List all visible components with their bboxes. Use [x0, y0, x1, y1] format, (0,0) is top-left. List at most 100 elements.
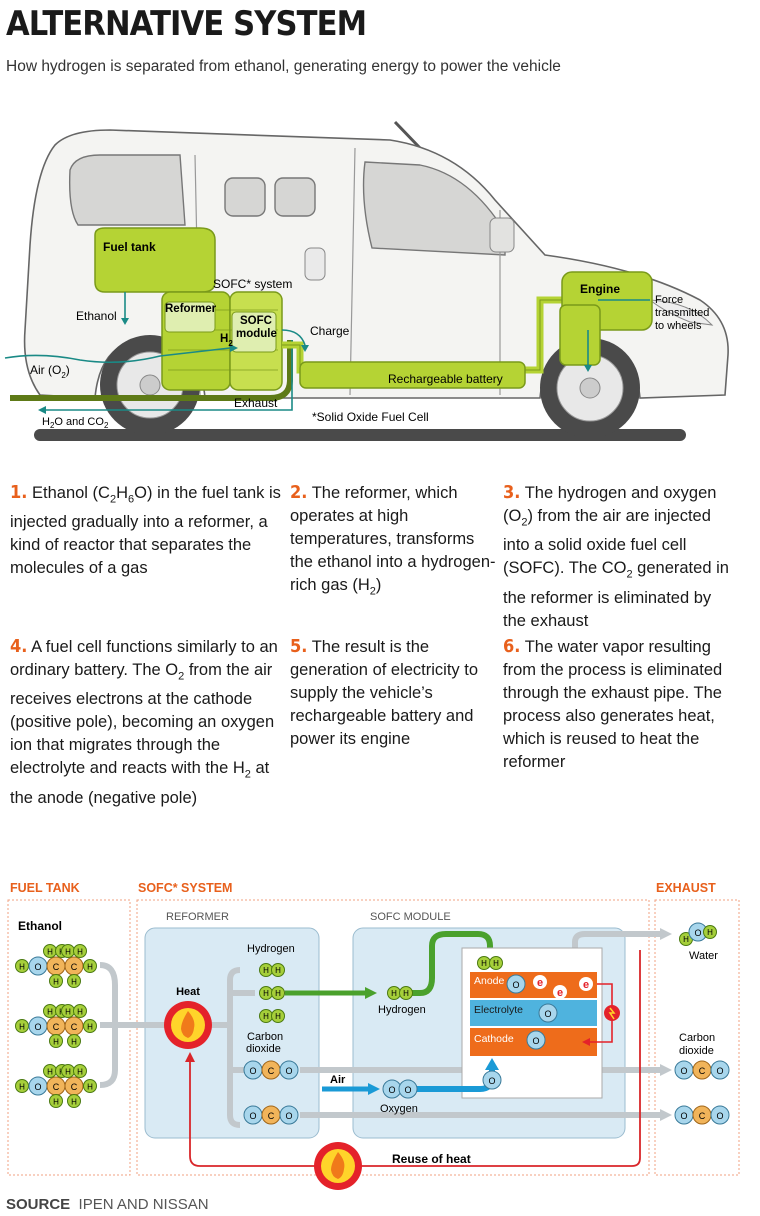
- exhaust-arrow-line: [45, 340, 293, 411]
- svg-text:H: H: [263, 966, 269, 975]
- svg-text:O: O: [544, 1009, 551, 1019]
- air-flow-line: [4, 347, 231, 364]
- label-sofc-system: SOFC* system: [213, 277, 292, 291]
- rear-window: [68, 154, 186, 226]
- svg-text:C: C: [268, 1066, 275, 1076]
- svg-text:H: H: [481, 959, 487, 968]
- label-charge: Charge: [310, 324, 350, 338]
- sofc-system-section: [136, 899, 650, 1176]
- mirror: [489, 217, 515, 253]
- atom-h: [67, 1094, 81, 1108]
- atom-label-h: H: [87, 1083, 93, 1092]
- label-exhaust-co2-1: Carbon: [679, 1032, 715, 1044]
- electron-1: e: [533, 975, 547, 989]
- svg-text:O: O: [680, 1066, 687, 1076]
- label-air: Air: [330, 1074, 346, 1086]
- fuel-tank: [94, 227, 216, 293]
- page-subtitle: How hydrogen is separated from ethanol, …: [6, 58, 561, 75]
- step-2: 2. The reformer, which operates at high …: [290, 482, 496, 598]
- atom-h: [73, 1004, 87, 1018]
- heading-sofc-module: SOFC MODULE: [370, 911, 451, 923]
- label-carbon-dioxide-1: Carbon: [247, 1031, 283, 1043]
- atom-label-h: H: [65, 1068, 71, 1077]
- battery-block: [299, 361, 526, 389]
- label-carbon-dioxide-2: dioxide: [246, 1043, 281, 1055]
- svg-text:H: H: [275, 989, 281, 998]
- label-water: Water: [689, 950, 718, 962]
- atom-h: [83, 959, 97, 973]
- atom-label-c: C: [53, 1022, 60, 1032]
- label-fuel-tank: Fuel tank: [103, 240, 156, 254]
- fuel-tank-section: [7, 899, 131, 1176]
- atom-label-h: H: [53, 1038, 59, 1047]
- source-credit: SOURCE IPEN AND NISSAN: [6, 1196, 209, 1213]
- atom-label-h: H: [87, 963, 93, 972]
- label-hydrogen-in: Hydrogen: [378, 1004, 426, 1016]
- side-window-2: [274, 177, 316, 217]
- svg-text:H: H: [263, 989, 269, 998]
- atom-h: [67, 974, 81, 988]
- atom-label-c: C: [71, 1022, 78, 1032]
- svg-text:e: e: [583, 979, 589, 991]
- flow-diagram: FUEL TANK SOFC* SYSTEM EXHAUST REFORMER …: [7, 881, 740, 1190]
- atom-h: [83, 1019, 97, 1033]
- label-exhaust-co2-2: dioxide: [679, 1045, 714, 1057]
- atom-label-h: H: [47, 948, 53, 957]
- svg-text:C: C: [268, 1111, 275, 1121]
- label-exhaust: Exhaust: [234, 396, 278, 410]
- svg-text:O: O: [694, 928, 701, 938]
- label-footnote: *Solid Oxide Fuel Cell: [312, 410, 429, 424]
- svg-text:O: O: [488, 1076, 495, 1086]
- svg-text:H: H: [391, 989, 397, 998]
- atom-label-h: H: [19, 963, 25, 972]
- atom-label-h: H: [53, 1098, 59, 1107]
- atom-label-h: H: [65, 1008, 71, 1017]
- step-1: 1. Ethanol (C2H6O) in the fuel tank is i…: [10, 482, 281, 578]
- label-h2o-co2: H2O and CO2: [42, 416, 109, 430]
- label-rechargeable-battery: Rechargeable battery: [388, 372, 503, 386]
- svg-text:C: C: [699, 1111, 706, 1121]
- side-window-1: [224, 177, 266, 217]
- atom-label-c: C: [71, 1082, 78, 1092]
- heading-reformer: REFORMER: [166, 911, 229, 923]
- atom-label-h: H: [19, 1083, 25, 1092]
- atom-label-o: O: [34, 1022, 41, 1032]
- svg-text:O: O: [716, 1111, 723, 1121]
- svg-text:H: H: [707, 928, 713, 937]
- heading-exhaust: EXHAUST: [656, 881, 716, 895]
- label-force-1: Force: [655, 294, 683, 306]
- svg-text:C: C: [699, 1066, 706, 1076]
- svg-text:H: H: [493, 959, 499, 968]
- svg-text:O: O: [285, 1066, 292, 1076]
- step-5: 5. The result is the generation of elect…: [290, 636, 479, 748]
- ethanol-pipe: [99, 962, 170, 1088]
- svg-text:O: O: [680, 1111, 687, 1121]
- reformer-branches: [212, 967, 255, 1128]
- atom-h: [49, 974, 63, 988]
- door-handle: [304, 247, 326, 281]
- label-air: Air (O2): [30, 363, 70, 380]
- atom-label-h: H: [47, 1008, 53, 1017]
- anode-layer: [470, 972, 597, 998]
- atom-label-h: H: [53, 978, 59, 987]
- exhaust-arrowhead: [38, 406, 46, 414]
- water-pipe: [572, 931, 660, 955]
- label-sofc-module-1: SOFC: [240, 315, 272, 327]
- atom-label-h: H: [77, 1068, 83, 1077]
- svg-text:O: O: [285, 1111, 292, 1121]
- label-h2: H2: [220, 333, 233, 348]
- hydrogen-to-anode: [410, 931, 493, 996]
- atom-label-h: H: [19, 1023, 25, 1032]
- step-3: 3. The hydrogen and oxygen (O2) from the…: [503, 482, 729, 630]
- atom-h: [83, 1079, 97, 1093]
- label-oxygen: Oxygen: [380, 1103, 418, 1115]
- label-force-3: to wheels: [655, 320, 702, 332]
